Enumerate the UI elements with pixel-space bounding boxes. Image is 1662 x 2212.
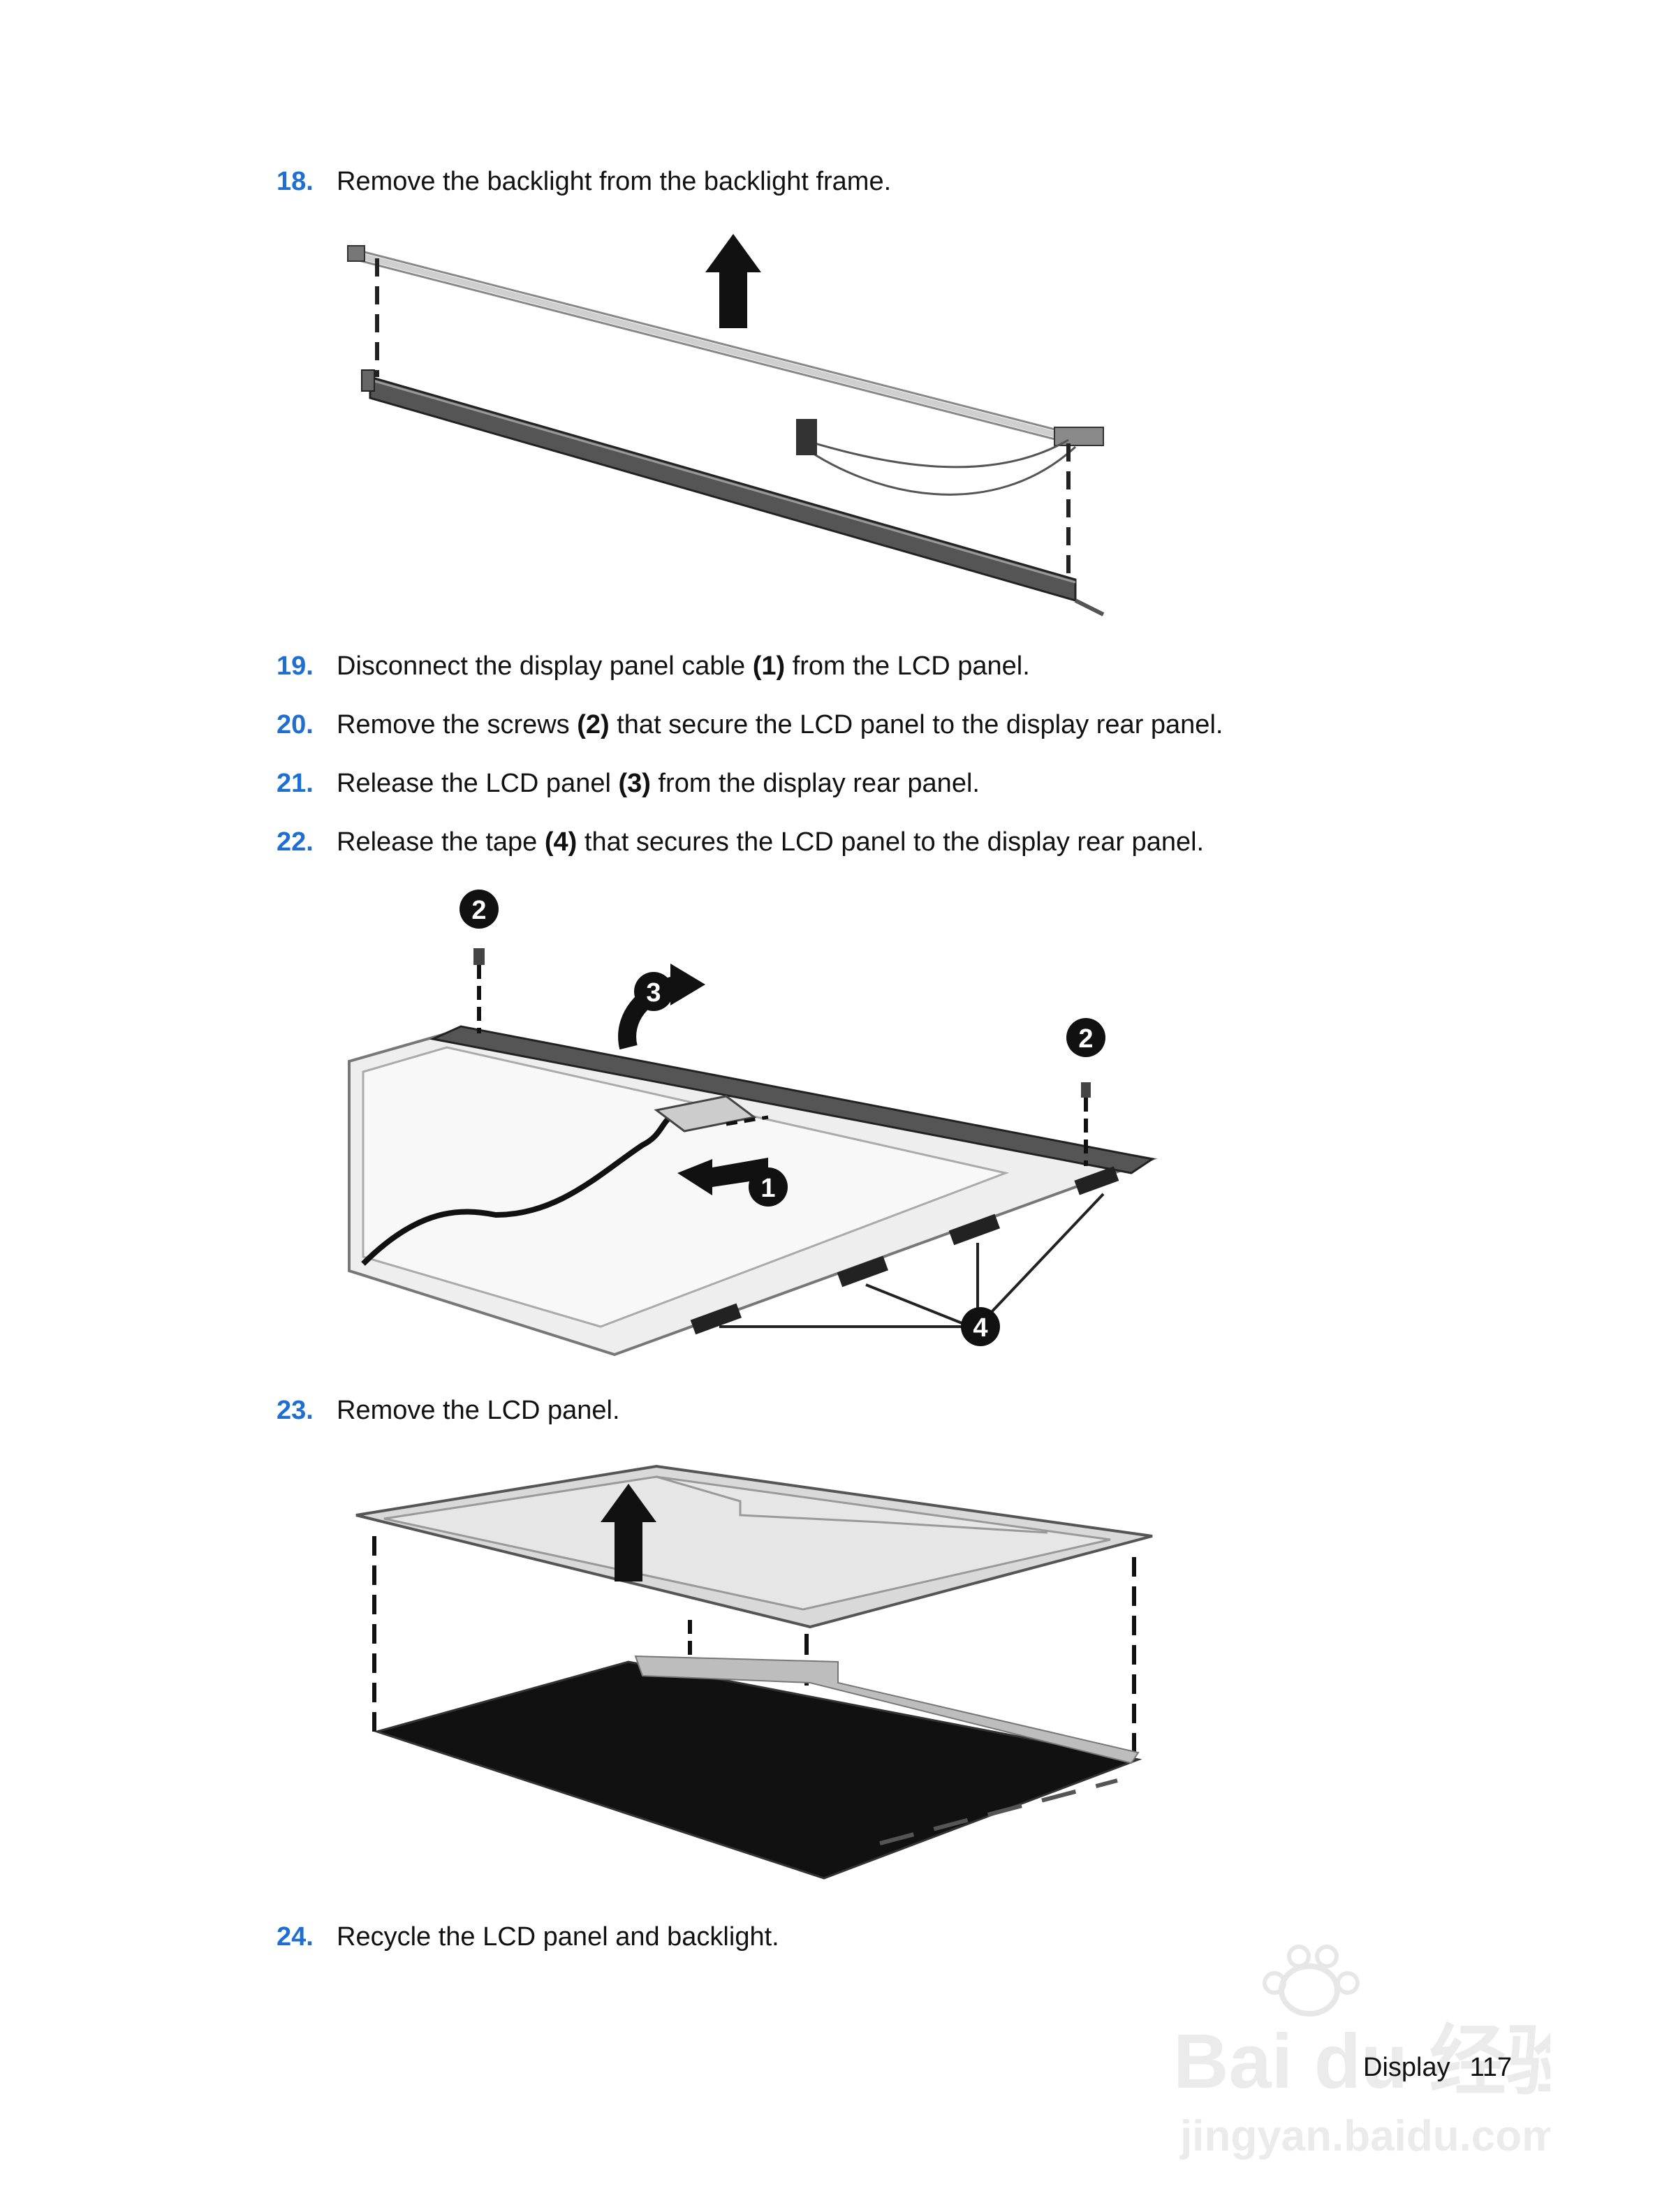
step-text: from the display rear panel. bbox=[650, 769, 980, 798]
paw-icon bbox=[1263, 1945, 1360, 2016]
step-text: Remove the LCD panel. bbox=[337, 1396, 620, 1425]
step-number: 23. bbox=[277, 1396, 314, 1425]
svg-text:2: 2 bbox=[471, 896, 486, 925]
step-22: 22. Release the tape (4) that secures the… bbox=[277, 825, 1204, 859]
step-21: 21. Release the LCD panel (3) from the di… bbox=[277, 767, 980, 800]
baidu-watermark: Bai du 经验 jingyan.baidu.com bbox=[1173, 1945, 1550, 2160]
step-text: from the LCD panel. bbox=[785, 651, 1030, 681]
up-arrow-icon bbox=[601, 1484, 656, 1581]
lcd-release-illustration: 2 3 2 1 4 bbox=[348, 890, 1158, 1357]
step-text: Recycle the LCD panel and backlight. bbox=[337, 1922, 779, 1952]
step-number: 18. bbox=[277, 167, 314, 196]
svg-text:4: 4 bbox=[973, 1313, 987, 1343]
step-text: Remove the screws bbox=[337, 710, 578, 739]
tape-strip bbox=[690, 1303, 742, 1335]
page-number: 117 bbox=[1469, 2053, 1513, 2082]
callout-2-right: 2 bbox=[1066, 1018, 1105, 1057]
svg-text:3: 3 bbox=[646, 978, 661, 1008]
tape-strip bbox=[948, 1214, 1000, 1246]
step-number: 19. bbox=[277, 651, 314, 681]
page-footer: Display 117 bbox=[1363, 2053, 1512, 2083]
callout-reference: (4) bbox=[544, 827, 578, 857]
watermark-logo: Bai du 经验 bbox=[1173, 2019, 1550, 2104]
lcd-removal-illustration bbox=[355, 1464, 1153, 1880]
step-text: that secures the LCD panel to the displa… bbox=[577, 827, 1205, 857]
callout-1: 1 bbox=[749, 1167, 788, 1207]
step-18: 18. Remove the backlight from the backlig… bbox=[277, 165, 891, 198]
step-text: Release the LCD panel bbox=[337, 769, 619, 798]
svg-text:2: 2 bbox=[1078, 1024, 1093, 1054]
step-19: 19. Disconnect the display panel cable (1… bbox=[277, 649, 1030, 683]
step-number: 22. bbox=[277, 827, 314, 857]
tape-strip bbox=[837, 1255, 888, 1288]
step-20: 20. Remove the screws (2) that secure the… bbox=[277, 708, 1223, 742]
callout-4: 4 bbox=[961, 1307, 1000, 1346]
step-24: 24. Recycle the LCD panel and backlight. bbox=[277, 1920, 779, 1954]
step-text: that secure the LCD panel to the display… bbox=[609, 710, 1223, 739]
callout-reference: (2) bbox=[577, 710, 610, 739]
step-text: Disconnect the display panel cable bbox=[337, 651, 753, 681]
tape-strip bbox=[1074, 1166, 1119, 1195]
step-number: 21. bbox=[277, 769, 314, 798]
step-23: 23. Remove the LCD panel. bbox=[277, 1394, 620, 1427]
callout-2-left: 2 bbox=[459, 890, 499, 929]
up-arrow-icon bbox=[705, 234, 761, 328]
svg-text:1: 1 bbox=[760, 1174, 775, 1203]
footer-section: Display bbox=[1363, 2053, 1450, 2082]
callout-3: 3 bbox=[634, 972, 673, 1011]
step-text: Release the tape bbox=[337, 827, 545, 857]
callout-reference: (3) bbox=[618, 769, 651, 798]
backlight-removal-illustration bbox=[347, 234, 1105, 617]
step-text: Remove the backlight from the backlight … bbox=[337, 167, 892, 196]
step-number: 20. bbox=[277, 710, 314, 739]
callout-reference: (1) bbox=[752, 651, 786, 681]
watermark-url: jingyan.baidu.com bbox=[1179, 2112, 1550, 2160]
step-number: 24. bbox=[277, 1922, 314, 1952]
